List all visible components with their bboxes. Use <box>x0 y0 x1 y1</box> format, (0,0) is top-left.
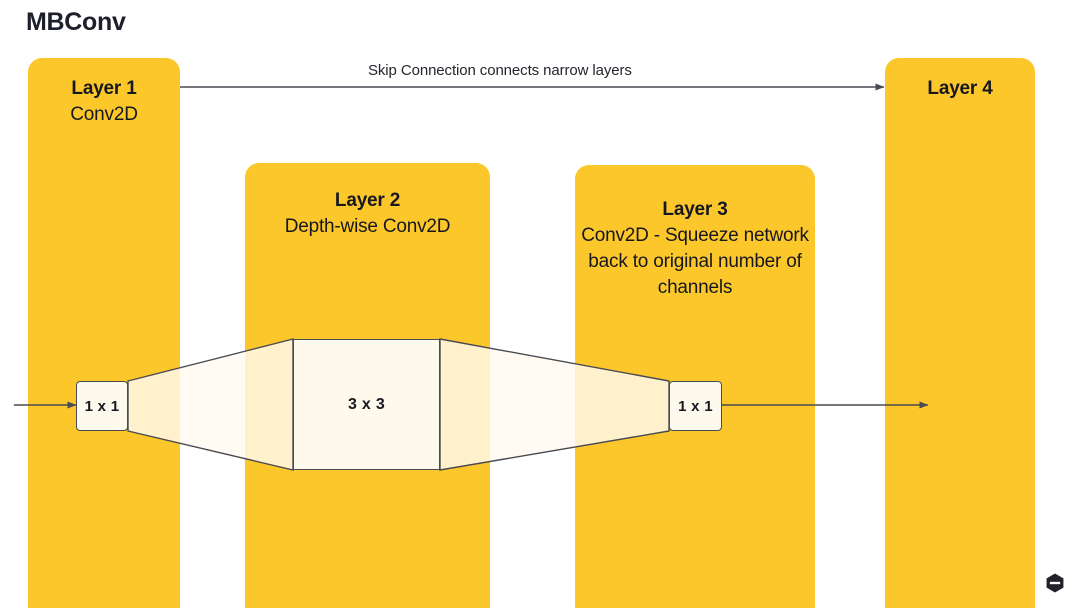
hexagon-logo-icon[interactable] <box>1044 572 1066 594</box>
layer-3-subtitle: Conv2D - Squeeze network back to origina… <box>581 225 809 298</box>
layer-1-title: Layer 1 <box>71 78 137 99</box>
layer-1-subtitle: Conv2D <box>70 104 138 125</box>
kernel-mid-label: 3 x 3 <box>347 395 386 413</box>
kernel-box-1x1-left: 1 x 1 <box>76 381 128 431</box>
kernel-left-label: 1 x 1 <box>84 397 120 415</box>
layer-2-title: Layer 2 <box>334 190 401 211</box>
kernel-box-1x1-right: 1 x 1 <box>669 381 722 431</box>
layer-block-1: Layer 1 Conv2D <box>28 58 180 608</box>
layer-4-title: Layer 4 <box>927 78 993 99</box>
kernel-box-3x3: 3 x 3 <box>293 339 440 470</box>
kernel-right-label: 1 x 1 <box>678 397 713 415</box>
skip-connection-label: Skip Connection connects narrow layers <box>368 62 632 79</box>
page-title: MBConv <box>26 8 126 36</box>
layer-2-subtitle: Depth-wise Conv2D <box>284 216 451 237</box>
layer-3-title: Layer 3 <box>662 199 728 220</box>
layer-block-4: Layer 4 <box>885 58 1035 608</box>
